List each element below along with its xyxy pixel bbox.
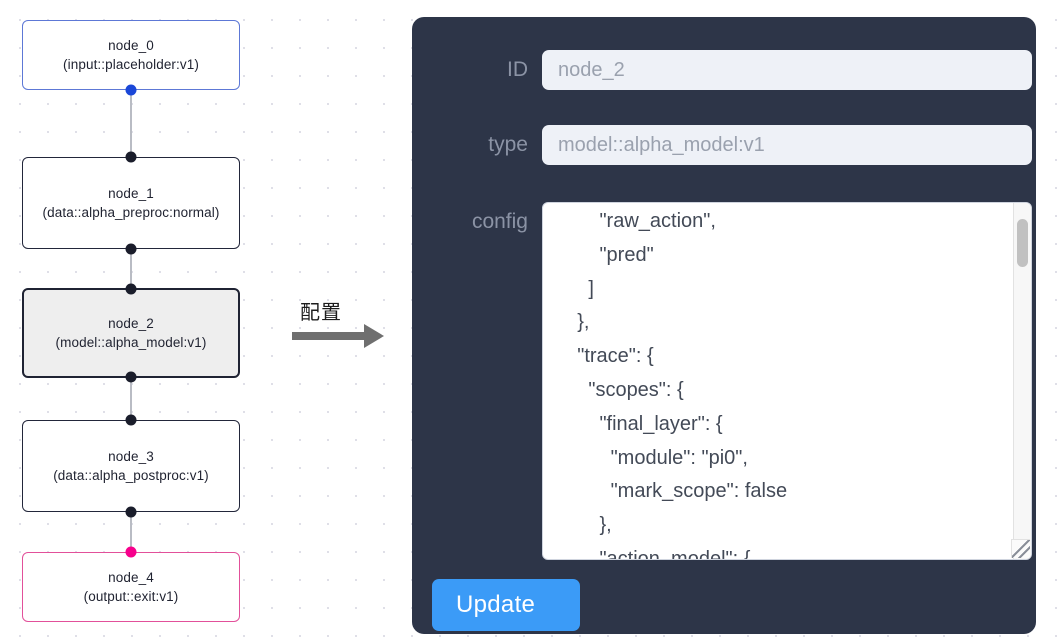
node-handle-node_1-top[interactable] — [125, 151, 137, 163]
node-handle-node_2-bottom[interactable] — [125, 371, 137, 383]
config-panel: ID type config "raw_action", "pred" ] },… — [412, 17, 1036, 634]
node-handle-node_2-top[interactable] — [125, 283, 137, 295]
node-title: node_2 — [108, 316, 154, 331]
node-handle-node_4-top[interactable] — [125, 546, 137, 558]
node-label-group: node_1 (data::alpha_preproc:normal) — [33, 184, 229, 222]
config-textarea-wrapper[interactable]: "raw_action", "pred" ] }, "trace": { "sc… — [542, 202, 1032, 560]
node-subtitle: (data::alpha_postproc:v1) — [53, 468, 209, 483]
node-title: node_0 — [108, 38, 154, 53]
edge-node1-node2 — [130, 248, 132, 293]
node-subtitle: (data::alpha_preproc:normal) — [42, 205, 220, 220]
node-subtitle: (model::alpha_model:v1) — [55, 335, 207, 350]
node-label-group: node_4 (output::exit:v1) — [33, 568, 229, 606]
node-handle-node_3-top[interactable] — [125, 414, 137, 426]
resize-handle-icon[interactable] — [1011, 539, 1030, 558]
id-label: ID — [507, 58, 528, 81]
node-title: node_4 — [108, 570, 154, 585]
type-label: type — [488, 133, 528, 156]
form-row-config: config "raw_action", "pred" ] }, "trace"… — [426, 202, 1032, 560]
flow-node-node_4[interactable]: node_4 (output::exit:v1) — [22, 552, 240, 622]
node-label-group: node_3 (data::alpha_postproc:v1) — [33, 447, 229, 485]
node-label-group: node_0 (input::placeholder:v1) — [33, 36, 229, 74]
node-subtitle: (input::placeholder:v1) — [63, 57, 199, 72]
config-textarea[interactable]: "raw_action", "pred" ] }, "trace": { "sc… — [577, 210, 788, 559]
flow-node-node_3[interactable]: node_3 (data::alpha_postproc:v1) — [22, 420, 240, 512]
update-button[interactable]: Update — [432, 579, 580, 631]
flow-node-node_2[interactable]: node_2 (model::alpha_model:v1) — [22, 288, 240, 378]
node-handle-node_1-bottom[interactable] — [125, 243, 137, 255]
node-handle-node_3-bottom[interactable] — [125, 506, 137, 518]
arrow-shaft-icon — [292, 332, 366, 340]
config-label: config — [471, 210, 528, 233]
node-handle-node_0-bottom[interactable] — [125, 84, 137, 96]
id-input[interactable] — [542, 50, 1032, 90]
arrow-label: 配置 — [300, 300, 342, 324]
node-title: node_3 — [108, 449, 154, 464]
edge-node2-node3 — [130, 376, 132, 420]
edge-node3-node4 — [130, 511, 132, 552]
form-row-type: type — [426, 125, 1032, 165]
flow-node-node_1[interactable]: node_1 (data::alpha_preproc:normal) — [22, 157, 240, 249]
form-row-id: ID — [426, 50, 1032, 90]
edge-node0-node1 — [130, 89, 132, 157]
config-scrollbar[interactable] — [1013, 203, 1031, 559]
node-subtitle: (output::exit:v1) — [83, 589, 179, 604]
node-title: node_1 — [108, 186, 154, 201]
config-arrow-group: 配置 — [292, 296, 402, 358]
node-label-group: node_2 (model::alpha_model:v1) — [34, 314, 228, 352]
type-input[interactable] — [542, 125, 1032, 165]
flow-node-node_0[interactable]: node_0 (input::placeholder:v1) — [22, 20, 240, 90]
arrow-head-icon — [364, 324, 384, 348]
config-scrollbar-thumb[interactable] — [1017, 219, 1028, 267]
